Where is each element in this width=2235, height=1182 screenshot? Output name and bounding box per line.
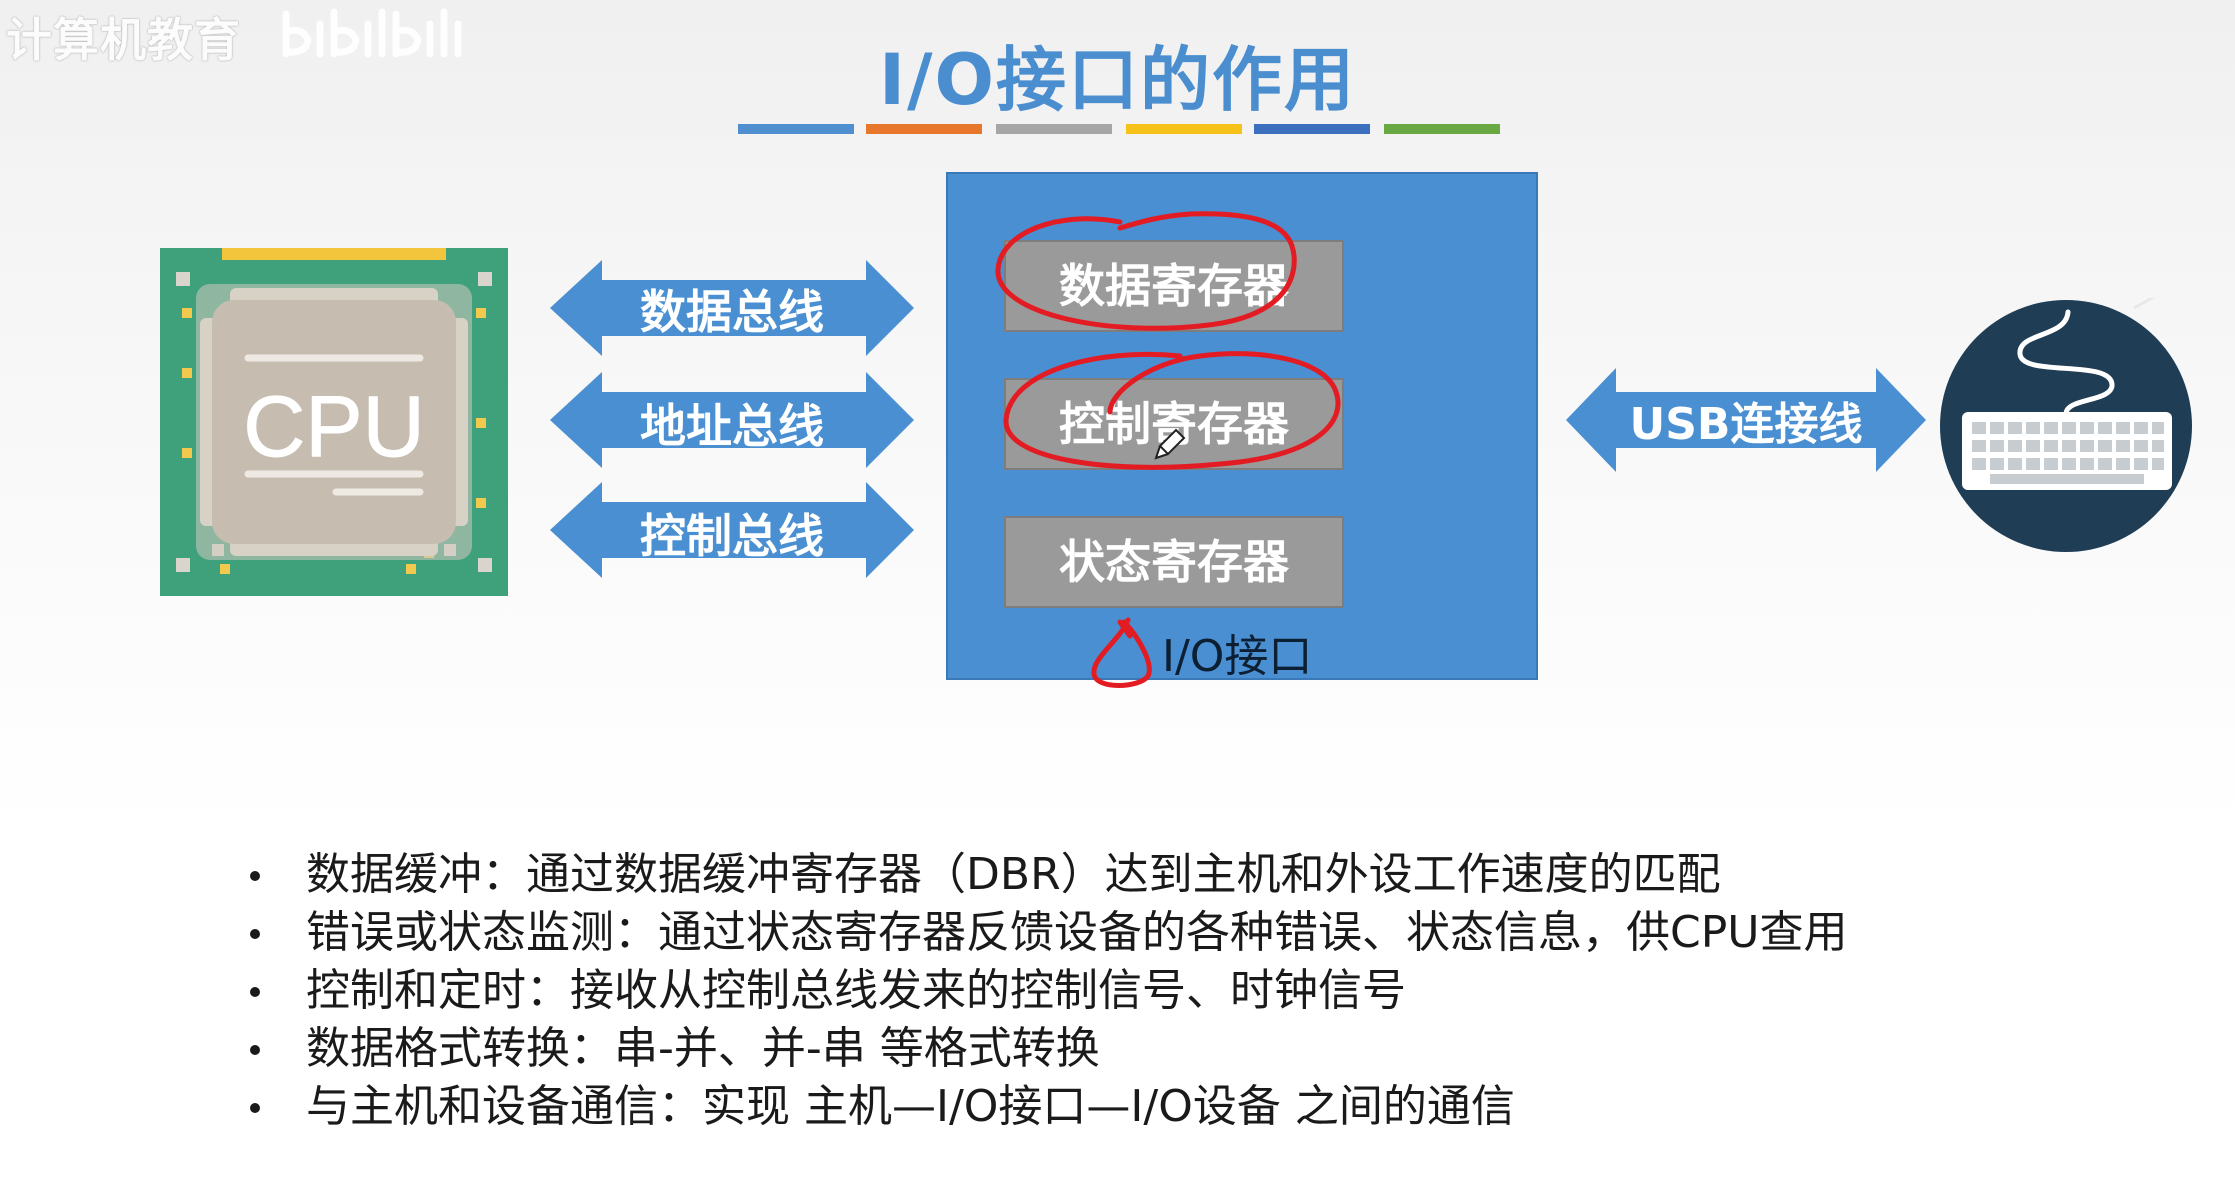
cpu-chip-icon: CPU — [160, 248, 508, 596]
watermark-text: 计算机教育 — [6, 13, 241, 67]
address-bus-label: 地址总线 — [640, 399, 824, 453]
control-bus-label: 控制总线 — [640, 509, 824, 563]
title-bar — [738, 124, 854, 134]
data-register: 数据寄存器 — [1004, 240, 1344, 332]
io-functions-list: 数据缓冲：通过数据缓冲寄存器（DBR）达到主机和外设工作速度的匹配 错误或状态监… — [244, 846, 1847, 1136]
io-interface-label: I/O接口 — [1162, 631, 1313, 682]
control-bus-arrow — [550, 482, 914, 578]
page-title: I/O接口的作用 — [878, 39, 1357, 121]
title-bar — [1384, 124, 1500, 134]
io-interface-box: 数据寄存器 控制寄存器 状态寄存器 I/O接口 — [946, 172, 1538, 682]
data-bus-arrow — [550, 260, 914, 356]
cpu-label: CPU — [243, 379, 425, 475]
title-bar — [996, 124, 1112, 134]
control-register: 控制寄存器 — [1004, 378, 1344, 470]
bus-arrows — [550, 260, 914, 578]
status-register: 状态寄存器 — [1004, 516, 1344, 608]
usb-arrow — [1566, 368, 1926, 472]
title-bar — [1254, 124, 1370, 134]
data-bus-label: 数据总线 — [640, 285, 824, 339]
list-item: 数据格式转换：串-并、并-串 等格式转换 — [244, 1020, 1847, 1078]
keyboard-icon — [1940, 298, 2192, 552]
list-item: 数据缓冲：通过数据缓冲寄存器（DBR）达到主机和外设工作速度的匹配 — [244, 846, 1847, 904]
bilibili-logo-icon — [282, 8, 462, 58]
list-item: 错误或状态监测：通过状态寄存器反馈设备的各种错误、状态信息，供CPU查用 — [244, 904, 1847, 962]
address-bus-arrow — [550, 372, 914, 468]
title-bar — [1126, 124, 1242, 134]
list-item: 与主机和设备通信：实现 主机—I/O接口—I/O设备 之间的通信 — [244, 1078, 1847, 1136]
usb-label: USB连接线 — [1629, 399, 1863, 450]
title-bar — [866, 124, 982, 134]
list-item: 控制和定时：接收从控制总线发来的控制信号、时钟信号 — [244, 962, 1847, 1020]
